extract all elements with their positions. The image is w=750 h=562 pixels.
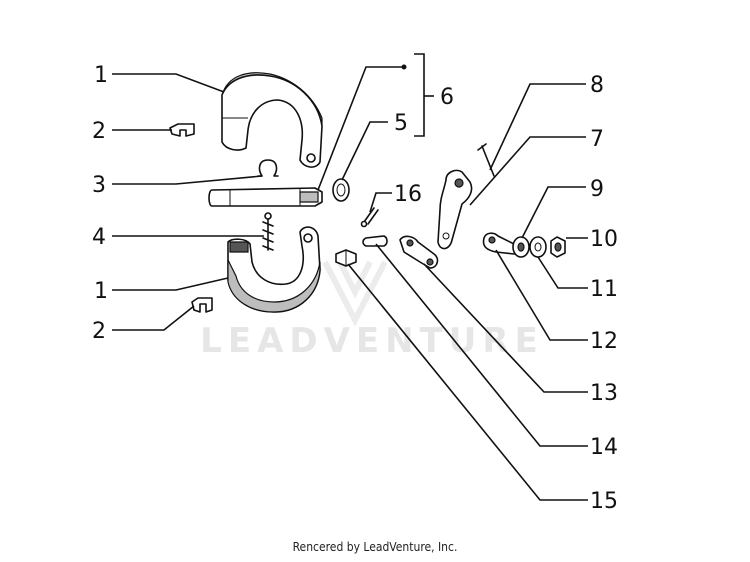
spring-clip-upper (169, 123, 195, 137)
callout-13: 13 (590, 381, 618, 406)
small-lever (399, 235, 439, 269)
clevis-pin (362, 235, 388, 247)
callout-1-upper: 1 (94, 63, 108, 88)
spring-washer (529, 236, 547, 258)
callout-4: 4 (92, 225, 106, 250)
callout-11: 11 (590, 277, 618, 302)
flat-washer (512, 236, 530, 258)
callout-3: 3 (92, 173, 106, 198)
bolt (335, 249, 357, 267)
callout-2-upper: 2 (92, 119, 106, 144)
callout-1-lower: 1 (94, 279, 108, 304)
callout-7: 7 (590, 127, 604, 152)
lower-brake-shoe (227, 226, 321, 313)
callout-8: 8 (590, 73, 604, 98)
callout-5: 5 (394, 111, 408, 136)
upper-brake-shoe (221, 72, 323, 168)
callout-numbers: 1 2 3 4 1 2 6 5 8 7 16 9 10 11 12 13 14 … (92, 63, 618, 514)
split-pin (360, 207, 379, 228)
leader-lines (112, 53, 588, 501)
washer (332, 178, 350, 202)
callout-2-lower: 2 (92, 319, 106, 344)
callout-10: 10 (590, 227, 618, 252)
callout-6: 6 (440, 85, 454, 110)
return-spring (262, 212, 274, 251)
watermark: LEADVENTURE (200, 260, 544, 361)
watermark-text: LEADVENTURE (200, 321, 544, 361)
callout-16: 16 (394, 182, 422, 207)
callout-9: 9 (590, 177, 604, 202)
lever-pin (477, 143, 495, 177)
callout-15: 15 (590, 489, 618, 514)
nut (550, 236, 566, 258)
brake-lever (437, 169, 473, 250)
callout-14: 14 (590, 435, 618, 460)
callout-12: 12 (590, 329, 618, 354)
cam-shaft (208, 187, 323, 207)
spring-clip-lower (191, 297, 213, 313)
credit-line: Rencered by LeadVenture, Inc. (292, 540, 458, 554)
omega-spring (257, 159, 279, 177)
